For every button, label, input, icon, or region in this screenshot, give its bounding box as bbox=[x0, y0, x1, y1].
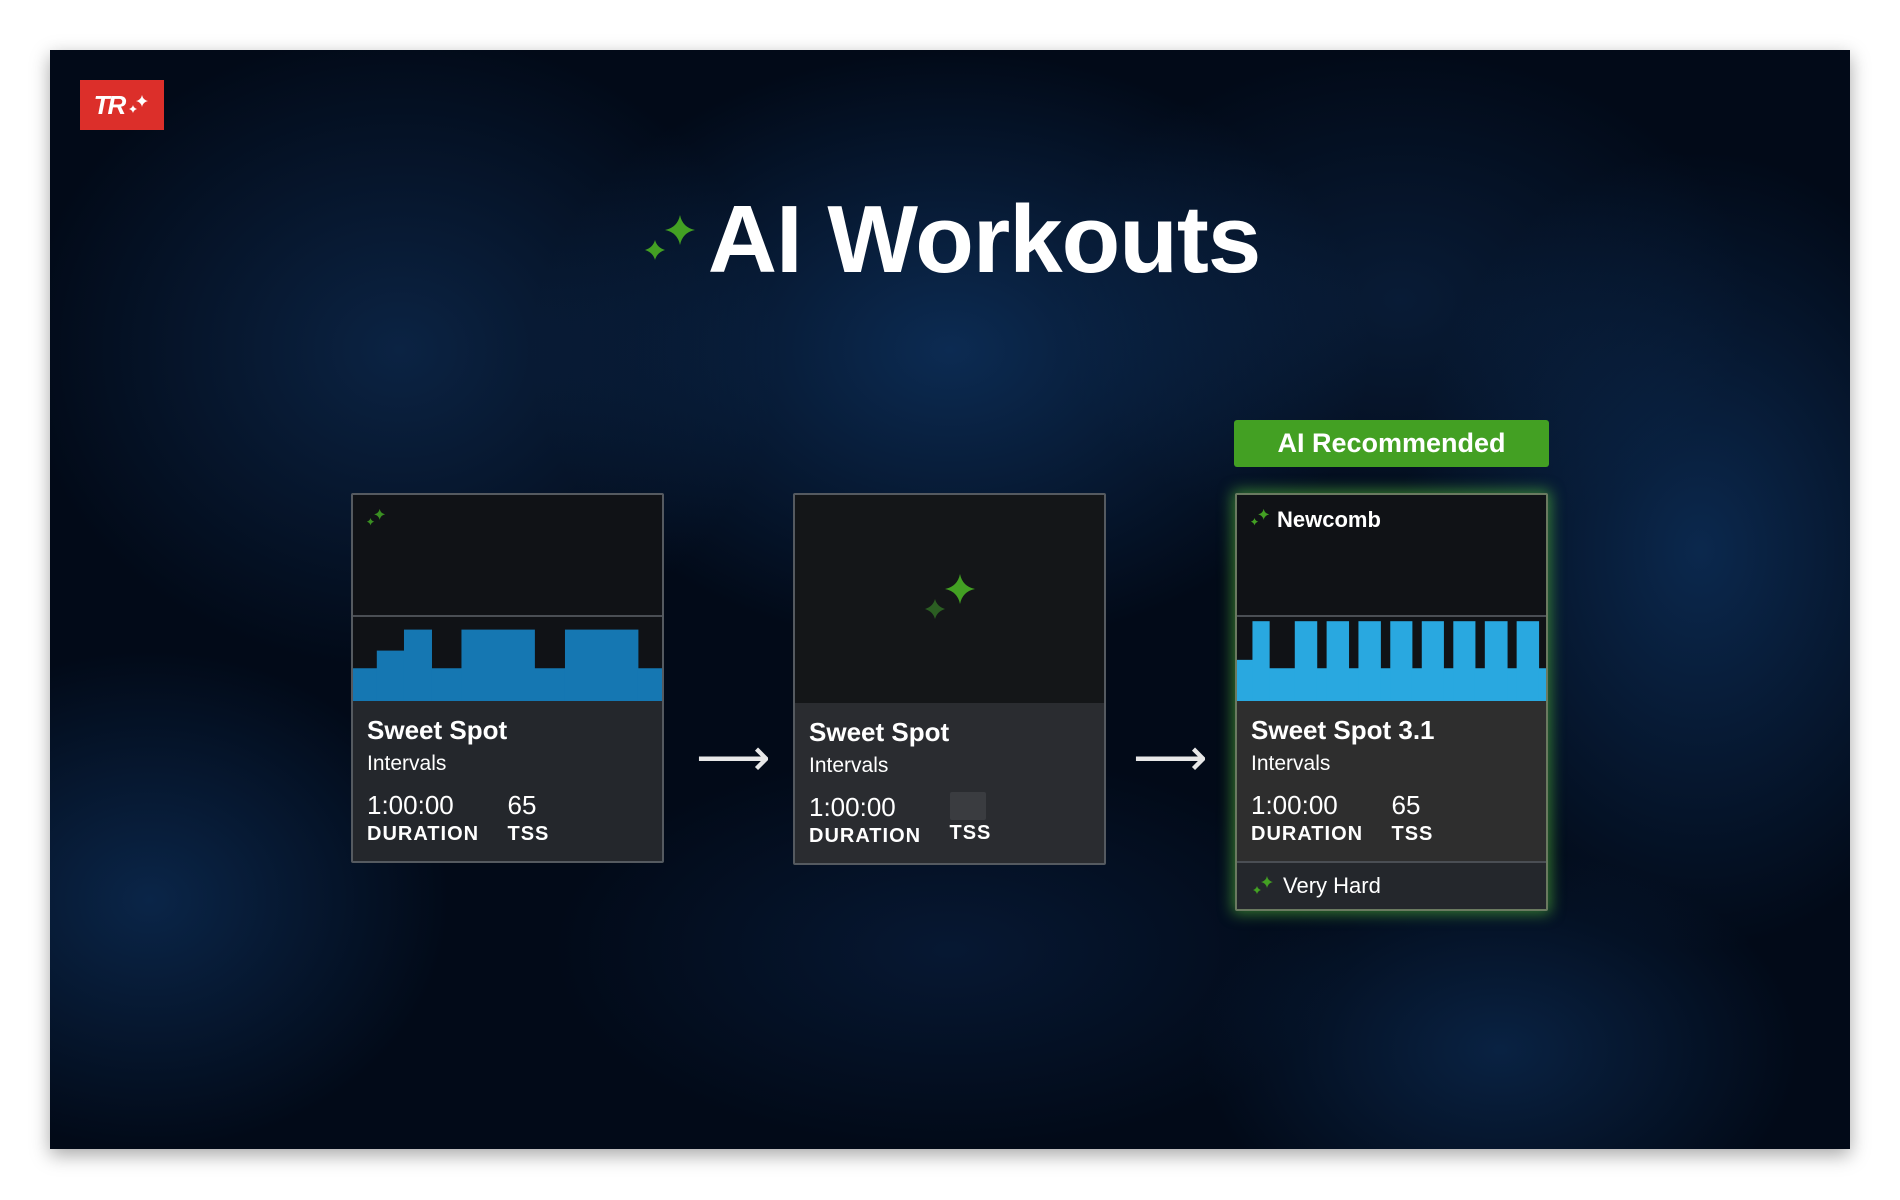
interval-bar bbox=[353, 668, 378, 701]
interval-bar bbox=[564, 629, 639, 701]
duration-label: DURATION bbox=[1251, 823, 1364, 845]
tss-label: TSS bbox=[1391, 823, 1434, 845]
interval-bar bbox=[1474, 668, 1486, 701]
workout-profile-chart bbox=[1237, 621, 1546, 701]
duration-value: 1:00:00 bbox=[367, 790, 454, 820]
workout-category: Intervals bbox=[1251, 752, 1331, 775]
interval-bar bbox=[1484, 621, 1508, 701]
workout-profile-chart bbox=[353, 629, 662, 701]
sparkle-icon bbox=[366, 508, 386, 526]
duration-value: 1:00:00 bbox=[1251, 790, 1338, 820]
interval-bar bbox=[376, 650, 405, 701]
page-title: AI Workouts bbox=[50, 185, 1850, 295]
workout-card-recommended[interactable]: Newcomb Sweet Spot 3.1 Intervals 1:00:00… bbox=[1235, 493, 1548, 911]
tss-label: TSS bbox=[507, 823, 550, 845]
interval-bar bbox=[1453, 621, 1476, 701]
difficulty-label: Very Hard bbox=[1283, 873, 1381, 898]
interval-bar bbox=[1358, 621, 1381, 701]
difficulty-row: Very Hard bbox=[1237, 861, 1546, 909]
interval-bar bbox=[1237, 659, 1253, 701]
workout-category: Intervals bbox=[809, 754, 889, 777]
workout-category: Intervals bbox=[367, 752, 447, 775]
interval-bar bbox=[534, 668, 566, 701]
workout-name: Sweet Spot 3.1 bbox=[1251, 715, 1435, 745]
interval-bar bbox=[1538, 668, 1546, 701]
duration-value: 1:00:00 bbox=[809, 792, 896, 822]
sparkle-icon bbox=[1250, 508, 1270, 526]
sparkle-icon bbox=[644, 215, 695, 260]
tss-label: TSS bbox=[949, 822, 992, 844]
tss-placeholder bbox=[949, 792, 986, 820]
interval-bar bbox=[1316, 668, 1328, 701]
duration-label: DURATION bbox=[809, 825, 922, 847]
trainerroad-logo: TR bbox=[80, 80, 164, 130]
arrow-right-icon: ⟶ bbox=[1133, 729, 1208, 787]
workout-name: Sweet Spot bbox=[367, 715, 508, 745]
interval-bar bbox=[1390, 621, 1413, 701]
interval-bar bbox=[1269, 668, 1296, 701]
interval-bar bbox=[637, 668, 662, 701]
coach-name: Newcomb bbox=[1277, 507, 1381, 532]
interval-bar bbox=[1507, 668, 1518, 701]
interval-bar bbox=[1516, 621, 1540, 701]
interval-bar bbox=[1443, 668, 1454, 701]
duration-label: DURATION bbox=[367, 823, 480, 845]
interval-bar bbox=[1294, 621, 1318, 701]
interval-bar bbox=[1421, 621, 1444, 701]
tss-value: 65 bbox=[1391, 790, 1421, 820]
ai-recommended-badge: AI Recommended bbox=[1234, 420, 1549, 467]
interval-bar bbox=[461, 629, 535, 701]
sparkle-icon bbox=[1253, 876, 1273, 894]
loading-area bbox=[795, 495, 1104, 703]
interval-bar bbox=[431, 668, 462, 701]
sparkle-icon bbox=[129, 95, 149, 113]
interval-bar bbox=[1326, 621, 1350, 701]
workout-name: Sweet Spot bbox=[809, 717, 950, 747]
sparkle-icon bbox=[924, 574, 975, 619]
hero-banner: TR AI Workouts Sweet Spot Intervals 1:00… bbox=[50, 50, 1850, 1149]
tss-value: 65 bbox=[507, 790, 537, 820]
interval-bar bbox=[1411, 668, 1423, 701]
arrow-right-icon: ⟶ bbox=[696, 729, 771, 787]
interval-bar bbox=[1348, 668, 1359, 701]
interval-bar bbox=[1252, 621, 1270, 701]
interval-bar bbox=[403, 629, 432, 701]
interval-bar bbox=[1380, 668, 1391, 701]
